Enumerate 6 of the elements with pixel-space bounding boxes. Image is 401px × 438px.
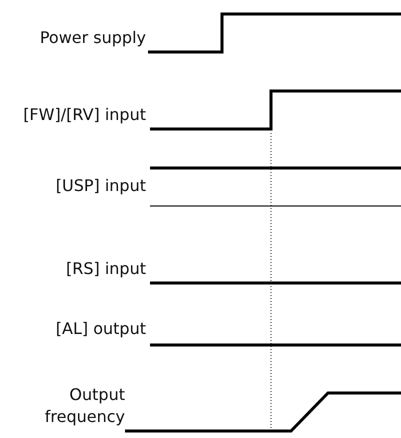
signal-label: [USP] input: [56, 175, 146, 197]
signal-label: [RS] input: [66, 258, 146, 280]
signal-label: Power supply: [40, 27, 146, 49]
signal-label: [AL] output: [56, 318, 146, 340]
signal-label: Output frequency: [44, 384, 125, 428]
signal-label: [FW]/[RV] input: [23, 104, 146, 126]
